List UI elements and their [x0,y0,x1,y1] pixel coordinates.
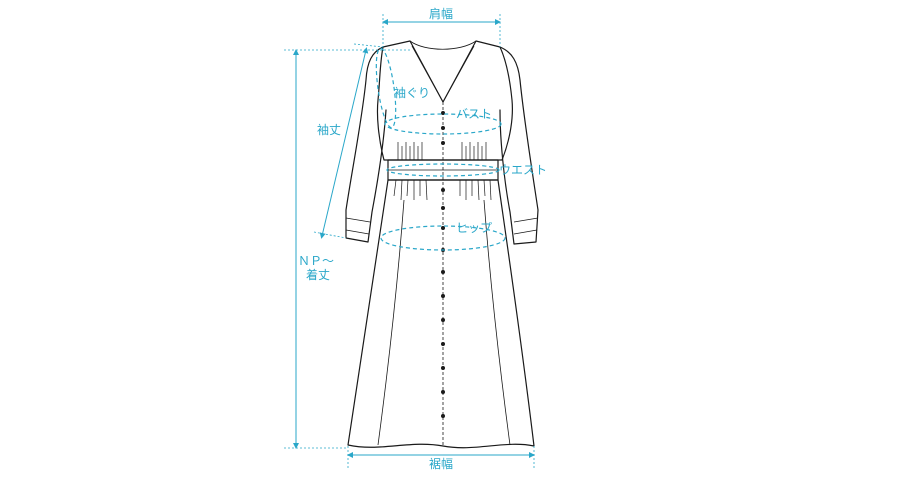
length-label-line2: 着丈 [306,267,330,282]
hip-ellipse [380,225,506,251]
skirt-seam-left [377,199,405,446]
button [441,188,445,192]
v-neck-left [411,45,444,103]
button [441,414,445,418]
button [441,226,445,230]
sleeve-length-label: 袖丈 [317,122,341,137]
skirt-seam-right [483,199,511,446]
button [441,141,445,145]
right-sleeve [499,46,539,245]
button [441,111,445,115]
armhole-ellipse [375,47,397,129]
button [441,126,445,130]
waist-ellipse [386,163,500,177]
dress-illustration [345,40,539,449]
right-cuff [513,217,539,235]
skirt-gathers [393,179,492,201]
bust-label: バスト [456,107,492,121]
button [441,206,445,210]
sleeve-guide-bottom [313,231,347,239]
armhole-label: 袖ぐり [394,85,430,100]
button [441,342,445,346]
length-label-line1: ＮＰ～ [298,254,334,268]
bust-ellipse [384,113,502,135]
measurement-guides [284,14,535,470]
button [441,318,445,322]
neckline [409,40,477,50]
sleeve-guide-top [353,43,384,48]
skirt-outline [347,179,535,449]
hip-label: ヒップ [456,221,492,235]
bodice-gathers [397,142,487,160]
v-neck-right [442,45,475,103]
buttons [441,111,445,418]
button [441,390,445,394]
left-cuff [345,217,371,235]
hem-width-label: 裾幅 [429,456,453,471]
button [441,294,445,298]
waist-label: ウエスト [499,163,547,177]
button [441,270,445,274]
shoulder-width-label: 肩幅 [429,6,453,21]
sleeve-length-line [319,47,369,239]
button [441,366,445,370]
measurement-labels: 肩幅 袖ぐり バスト 袖丈 ウエスト ヒップ ＮＰ～ 着丈 裾幅 [298,6,547,471]
